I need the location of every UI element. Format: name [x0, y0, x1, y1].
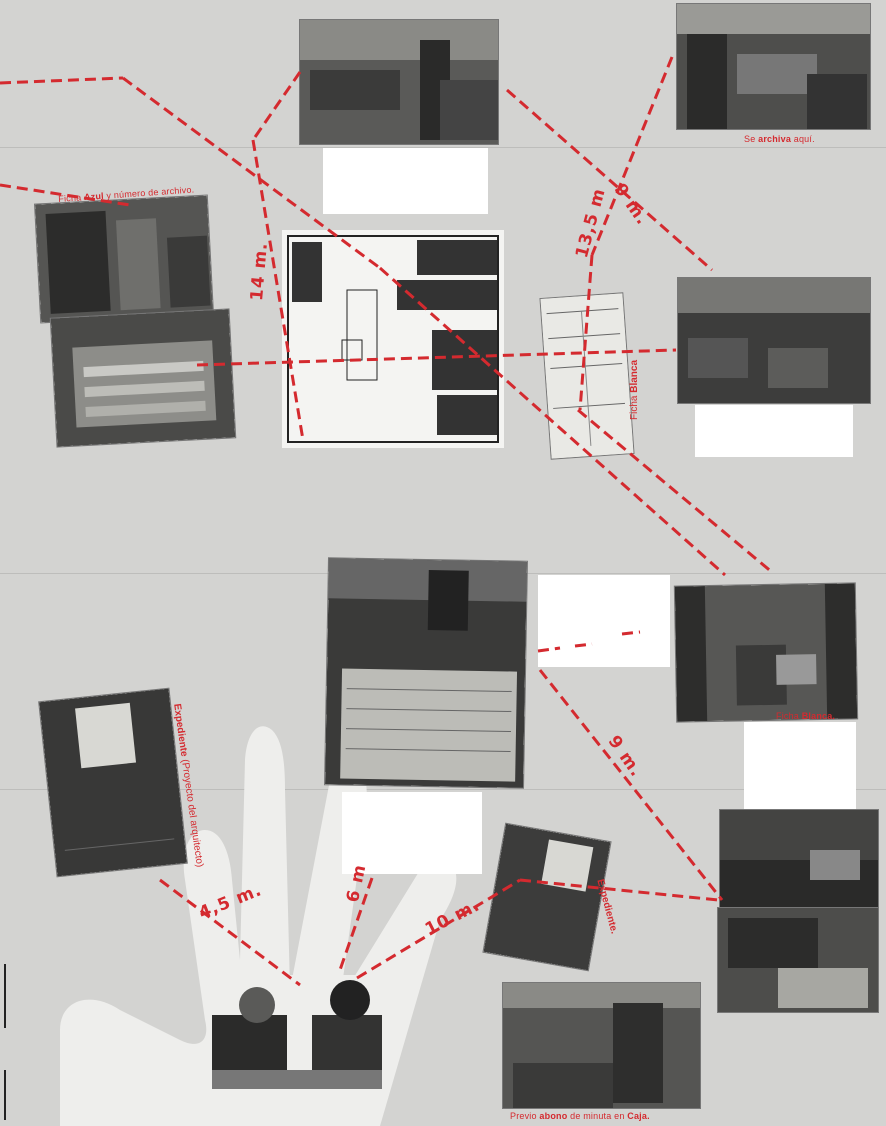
margin-mark: [4, 964, 6, 1028]
shelves-photo: [35, 195, 213, 323]
ledger-photo: [325, 558, 527, 788]
caption-archive-here: Se archiva aquí.: [744, 134, 815, 144]
clerk-desk-photo: [674, 583, 858, 722]
blank-label: [695, 405, 853, 457]
blank-label: [538, 575, 670, 667]
white-card-form: [540, 293, 634, 459]
archive-room-photo: [677, 4, 870, 129]
records-desk-photo: [720, 810, 878, 908]
dossier-small-photo: [483, 823, 611, 971]
records-shelves-photo: [718, 908, 878, 1012]
cashier-photo: [503, 983, 700, 1108]
fold-line: [0, 789, 886, 790]
blank-label: [323, 148, 488, 214]
blank-label: [342, 792, 482, 874]
office-desks-photo: [678, 278, 870, 403]
counter-service-photo: [212, 975, 382, 1089]
office-photo-top: [300, 20, 498, 144]
fold-line: [0, 147, 886, 148]
files-stack-photo: [50, 309, 236, 447]
blank-label: [744, 722, 856, 810]
caption-payment: Previo abono de minuta en Caja.: [510, 1111, 650, 1121]
margin-mark: [4, 1070, 6, 1120]
floor-plan: [282, 230, 504, 448]
caption-white-card: Ficha Blanca.: [776, 711, 836, 721]
dossier-folder-photo: [39, 688, 187, 877]
caption-white-card-vertical: Ficha Blanca: [629, 359, 640, 420]
